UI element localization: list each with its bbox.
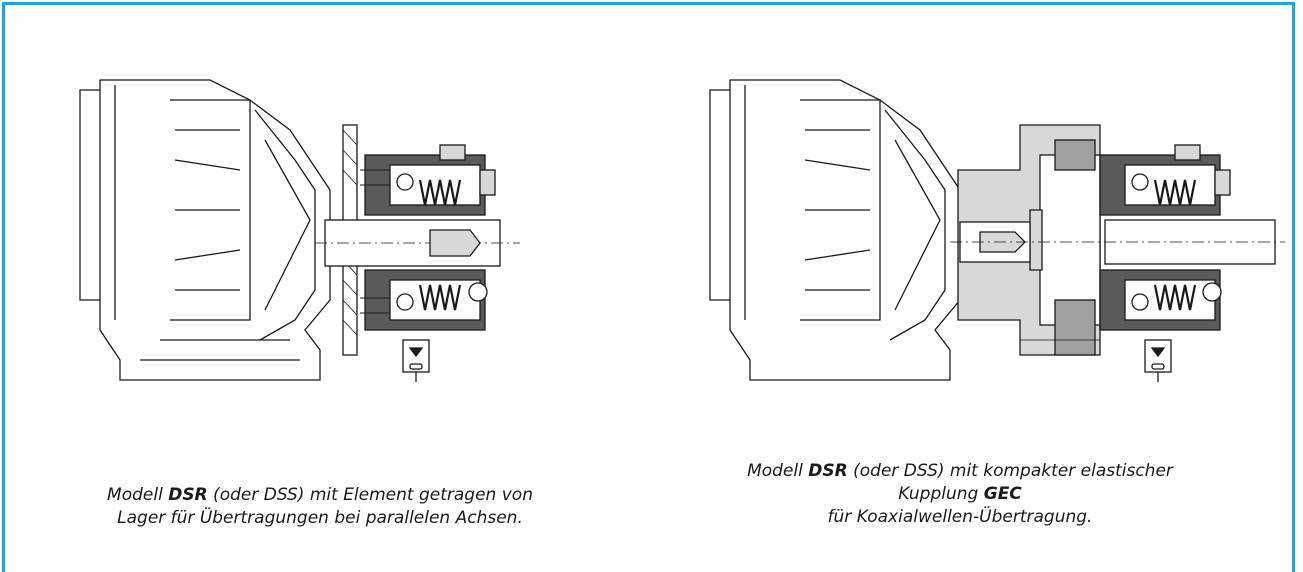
shaft xyxy=(315,219,520,267)
caption-line-3: für Koaxialwellen-Übertragung. xyxy=(827,507,1093,527)
caption-line-2: Lager für Übertragungen bei parallelen A… xyxy=(117,508,523,528)
shaft xyxy=(950,219,1285,265)
drawing-coaxial xyxy=(690,70,1290,390)
proximity-sensor xyxy=(402,339,430,382)
drawing-parallel-axes xyxy=(60,70,580,390)
proximity-sensor xyxy=(1144,339,1172,382)
torque-limiter-lower xyxy=(1099,269,1222,331)
model-name: DSR xyxy=(808,461,848,481)
model-name: DSR xyxy=(168,485,208,505)
caption-line-1: Modell DSR (oder DSS) mit kompakter elas… xyxy=(747,461,1173,481)
gearbox-housing xyxy=(709,79,961,381)
caption-line-1: Modell DSR (oder DSS) mit Element getrag… xyxy=(107,485,533,505)
torque-limiter-upper xyxy=(360,144,496,216)
gearbox-housing xyxy=(79,79,331,381)
caption-parallel-axes: Modell DSR (oder DSS) mit Element getrag… xyxy=(40,484,600,530)
coupling-name: GEC xyxy=(983,484,1022,504)
torque-limiter-lower xyxy=(360,269,488,331)
caption-coaxial: Modell DSR (oder DSS) mit kompakter elas… xyxy=(660,460,1260,529)
torque-limiter-upper xyxy=(1099,144,1231,216)
caption-line-2: Kupplung GEC xyxy=(898,484,1022,504)
